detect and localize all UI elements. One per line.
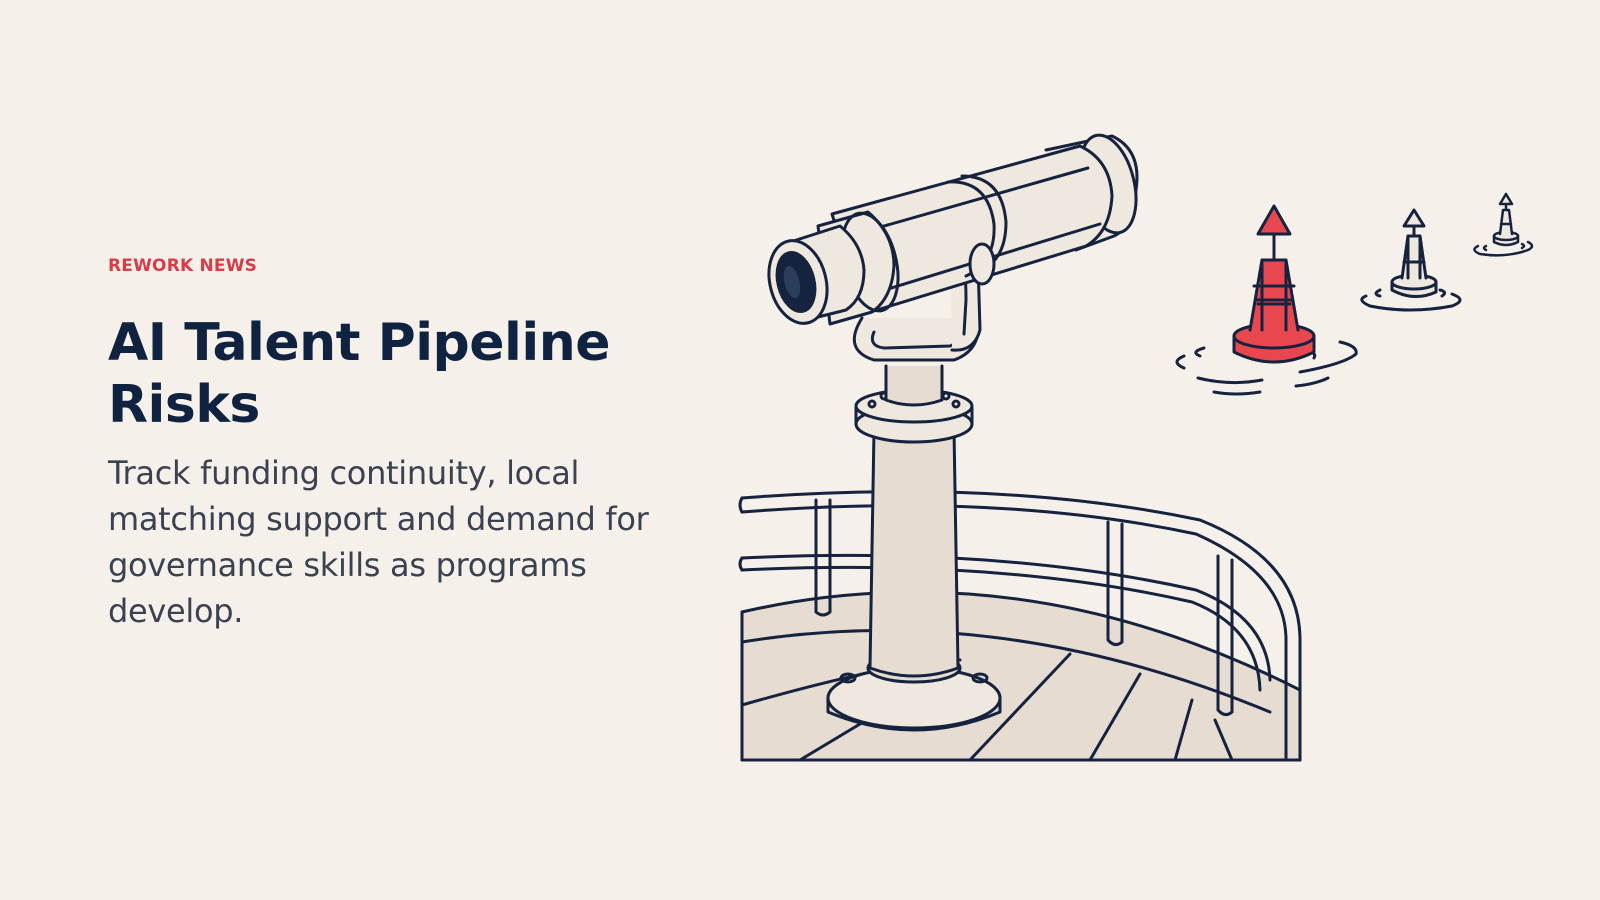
pedestal — [826, 364, 1002, 732]
eyebrow-label: REWORK NEWS — [108, 256, 258, 276]
text-block: REWORK NEWS AI Talent Pipeline Risks Tra… — [108, 256, 668, 634]
buoy-large — [1175, 204, 1358, 396]
deck — [740, 590, 1302, 762]
slide-title: AI Talent Pipeline Risks — [108, 313, 611, 435]
telescope-body — [767, 133, 1139, 326]
slide-subtitle: Track funding continuity, local matching… — [108, 454, 649, 630]
railing — [738, 490, 1302, 762]
buoy-small — [1473, 192, 1534, 257]
buoy-medium — [1360, 208, 1462, 312]
